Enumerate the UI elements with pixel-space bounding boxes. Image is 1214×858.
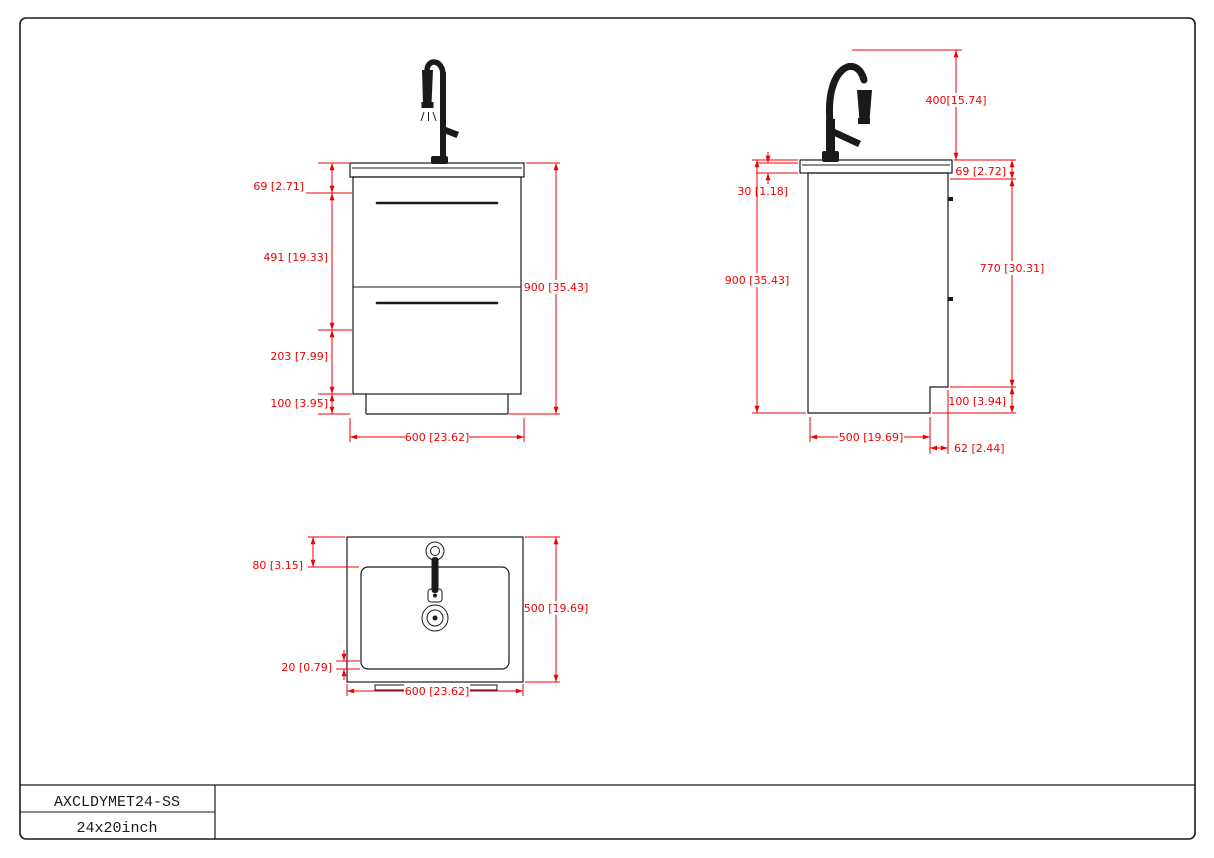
faucet-sprayer-tip xyxy=(421,102,434,108)
drawer-handle-profile-top xyxy=(948,197,953,201)
dim-label: 600 [23.62] xyxy=(405,431,470,444)
side-dimensions: 400[15.74] 30 [1.18] 69 [2.72] 770 [30.3… xyxy=(725,49,1045,455)
ext-counter-left xyxy=(756,162,798,174)
faucet-handle xyxy=(443,127,459,138)
dim-label: 100 [3.95] xyxy=(270,397,328,410)
ext-80 xyxy=(308,536,359,568)
dim-label: 69 [2.72] xyxy=(955,165,1006,178)
model-number: AXCLDYMET24-SS xyxy=(54,794,180,811)
sprayer-head-topview xyxy=(427,588,443,603)
dim-label: 500 [19.69] xyxy=(524,602,589,615)
side-faucet xyxy=(822,63,872,162)
faucet-pipe xyxy=(440,72,446,162)
side-cabinet xyxy=(799,159,953,414)
front-cabinet xyxy=(349,162,525,415)
size-label: 24x20inch xyxy=(76,820,157,837)
dim-label: 500 [19.69] xyxy=(839,431,904,444)
dim-label: 80 [3.15] xyxy=(252,559,303,572)
dim-label: 30 [1.18] xyxy=(737,185,788,198)
drawer-handle-profile-bottom xyxy=(948,297,953,301)
top-dimensions: 80 [3.15] 20 [0.79] 500 [19.69] 600 [23.… xyxy=(252,536,589,698)
label-backplate xyxy=(726,273,788,287)
front-faucet xyxy=(420,59,459,164)
dim-label: 100 [3.94] xyxy=(948,395,1006,408)
label-backplate xyxy=(526,280,587,294)
ext-overall-left xyxy=(752,159,806,414)
faucet-spout-topview xyxy=(431,557,439,593)
faucet-handle xyxy=(832,129,861,147)
dim-label: 900 [35.43] xyxy=(725,274,790,287)
faucet-sprayer-tip xyxy=(858,118,870,124)
dim-label: 203 [7.99] xyxy=(270,350,328,363)
faucet-body xyxy=(826,119,835,152)
faucet-base xyxy=(431,156,448,164)
ext-depth xyxy=(809,390,949,454)
side-view: 400[15.74] 30 [1.18] 69 [2.72] 770 [30.3… xyxy=(725,49,1045,455)
drain-outer xyxy=(421,604,449,632)
ext-20 xyxy=(336,660,360,670)
dim-label: 900 [35.43] xyxy=(524,281,589,294)
dim-label: 600 [23.62] xyxy=(405,685,470,698)
dim-label: 770 [30.31] xyxy=(980,262,1045,275)
dim-label: 62 [2.44] xyxy=(954,442,1005,455)
top-cabinet xyxy=(346,536,524,691)
faucet-neck xyxy=(424,59,446,78)
ext-counter-right xyxy=(950,159,1016,180)
top-view: 80 [3.15] 20 [0.79] 500 [19.69] 600 [23.… xyxy=(252,536,589,698)
front-dimensions: 69 [2.71] 491 [19.33] 203 [7.99] 100 [3.… xyxy=(253,162,589,444)
label-backplate xyxy=(980,261,1044,275)
faucet-neck xyxy=(826,63,868,126)
front-view: 69 [2.71] 491 [19.33] 203 [7.99] 100 [3.… xyxy=(253,59,589,444)
countertop xyxy=(349,162,525,178)
label-backplate xyxy=(526,601,587,615)
cabinet-profile xyxy=(807,172,949,414)
sheet-border xyxy=(19,17,1196,840)
toe-kick xyxy=(365,394,509,415)
label-backplate xyxy=(405,430,469,444)
faucet-sprayer xyxy=(857,90,872,120)
dim-label: 400[15.74] xyxy=(925,94,986,107)
faucet-sprayer xyxy=(422,70,433,104)
label-backplate xyxy=(924,93,988,107)
counter-outline xyxy=(346,536,524,683)
dim-label: 20 [0.79] xyxy=(281,661,332,674)
faucet-hole-inner xyxy=(430,546,440,556)
label-backplate xyxy=(838,430,904,444)
cabinet-body xyxy=(352,176,522,395)
dim-label: 69 [2.71] xyxy=(253,180,304,193)
sprayer-dot xyxy=(433,593,437,598)
title-block: AXCLDYMET24-SS 24x20inch xyxy=(20,784,1195,839)
drain-center xyxy=(432,615,438,621)
drain-inner xyxy=(426,609,444,627)
spray-lines xyxy=(420,111,437,122)
front-extension-lines-left xyxy=(306,162,352,415)
dim-label: 491 [19.33] xyxy=(263,251,328,264)
label-backplate xyxy=(404,684,470,698)
countertop xyxy=(799,159,953,174)
faucet-base xyxy=(822,151,839,162)
